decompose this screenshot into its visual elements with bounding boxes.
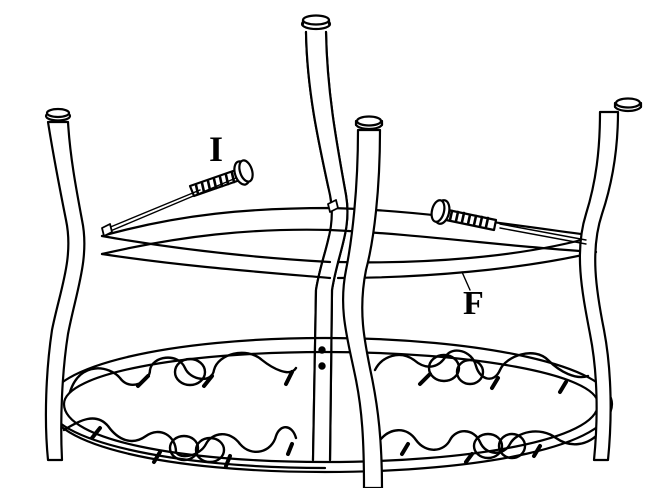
rear-leg [304, 30, 349, 462]
screw-right [430, 199, 498, 232]
right-leg-cap [613, 97, 643, 113]
bracket [101, 199, 339, 237]
front-leg [341, 128, 384, 488]
front-leg-cap [354, 115, 384, 131]
left-leg [44, 120, 86, 462]
part-label-f: F [463, 285, 484, 322]
rear-leg-cap [300, 14, 332, 31]
decorative-scroll-lower [62, 417, 610, 468]
leader-lines [107, 177, 587, 291]
screw-i [188, 159, 254, 198]
right-leg [578, 110, 620, 462]
part-label-i: I [209, 129, 224, 169]
left-leg-cap [44, 107, 72, 122]
